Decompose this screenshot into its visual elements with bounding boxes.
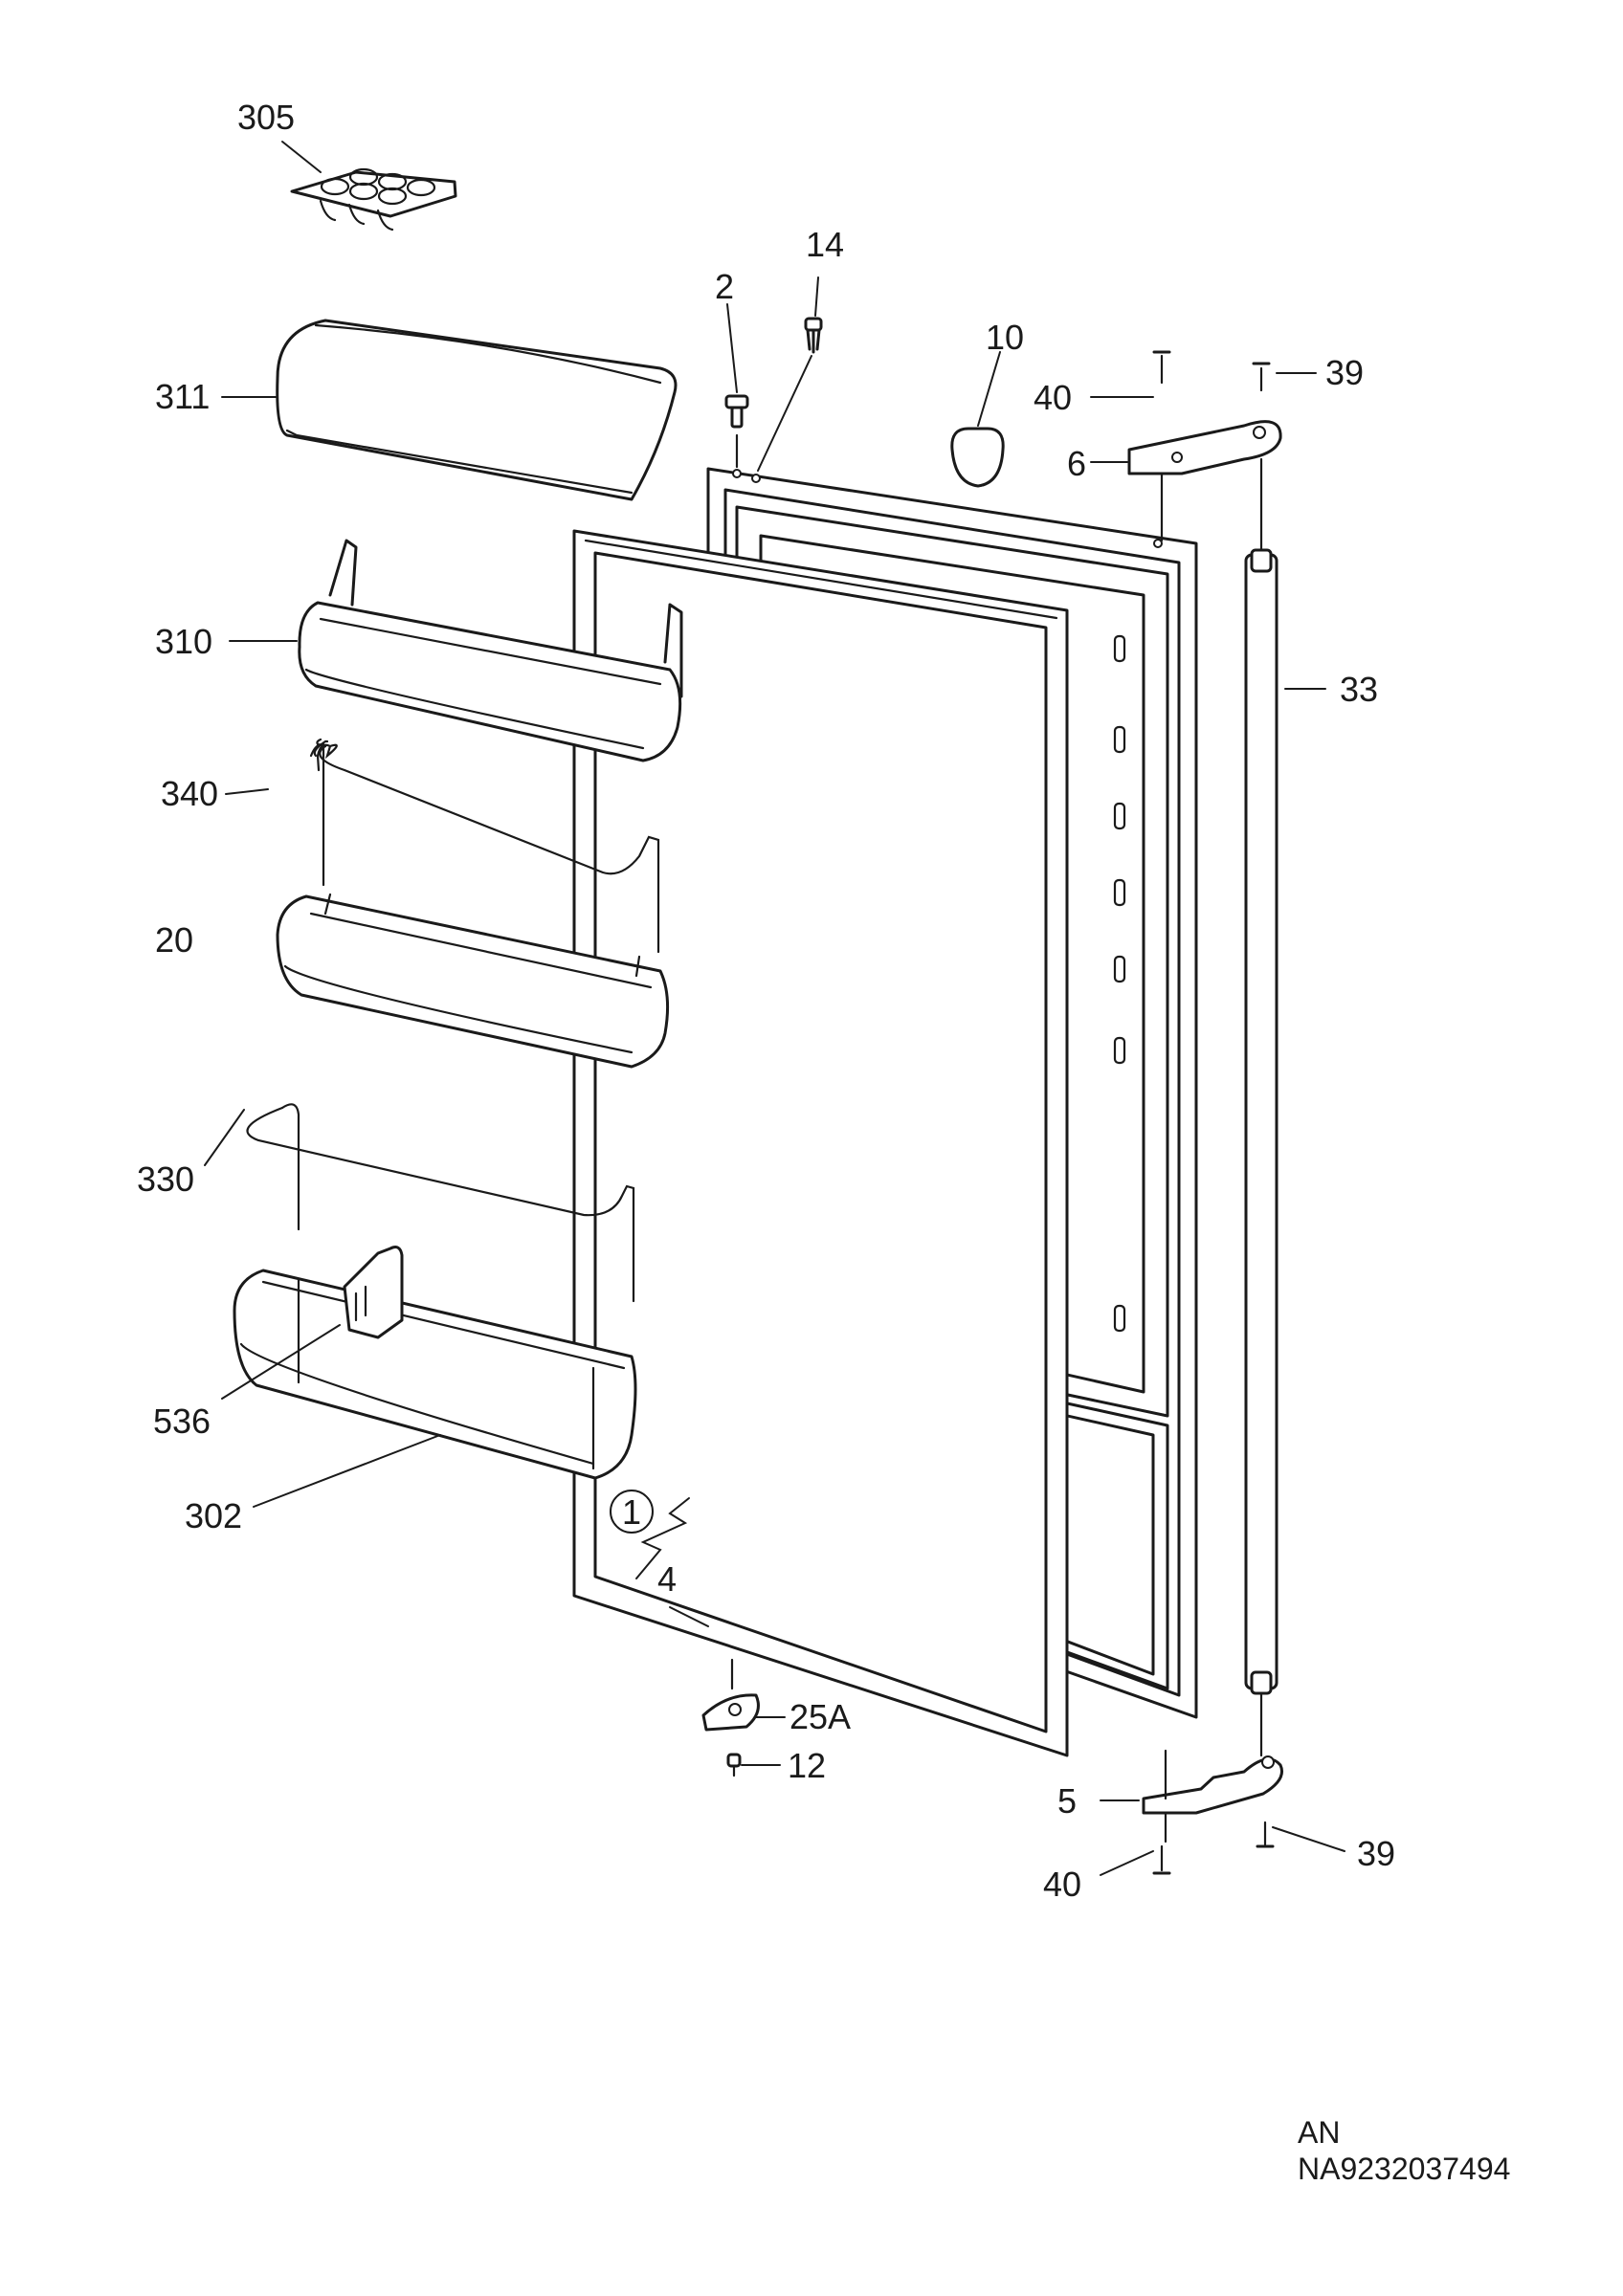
wire-retainer-upper: [309, 738, 660, 954]
label-gasket: 4: [657, 1559, 677, 1599]
label-handle-bar: 33: [1340, 670, 1378, 709]
bottle-shelf: [233, 1269, 637, 1480]
label-screw-top-39: 39: [1325, 353, 1364, 392]
gasket-cut-mark: [635, 1497, 690, 1579]
label-wire-retainer-lower: 330: [137, 1159, 194, 1199]
screw-40-top: [1152, 350, 1171, 385]
label-egg-tray: 305: [237, 98, 295, 137]
label-dairy-cover: 311: [155, 377, 210, 416]
label-stop-screw: 12: [788, 1746, 826, 1785]
label-door-stop: 25A: [789, 1697, 851, 1736]
label-bottle-shelf: 302: [185, 1496, 242, 1535]
screw-cap: [724, 394, 749, 469]
door-stop: [701, 1658, 760, 1732]
label-door-shelf: 20: [155, 920, 193, 960]
label-hinge-cover: 10: [986, 318, 1024, 357]
stop-screw: [726, 1753, 742, 1777]
label-upper-hinge: 6: [1067, 444, 1086, 483]
door-shelf: [276, 893, 670, 1069]
bottle-divider: [343, 1246, 404, 1339]
wire-retainer-lower: [246, 1103, 635, 1303]
detail-circle: [610, 1490, 654, 1534]
label-lower-hinge: 5: [1057, 1781, 1077, 1821]
part-labels: 305 311 310 340 20 330 536 302 2 14 10 4…: [137, 98, 1395, 1904]
label-screw-cap: 2: [715, 267, 734, 306]
door-gasket: [572, 529, 1069, 1757]
dairy-cover: [276, 319, 678, 501]
handle-bar: [1244, 457, 1278, 1757]
label-plug-pin: 14: [806, 225, 844, 264]
label-dairy-shelf: 310: [155, 622, 212, 661]
label-screw-bottom-39: 39: [1357, 1834, 1395, 1873]
plug-pin: [804, 317, 823, 354]
label-detail-ref: 1: [622, 1492, 641, 1532]
upper-hinge: [1127, 420, 1282, 542]
hinge-cover: [950, 427, 1005, 488]
label-screw-bottom-40: 40: [1043, 1865, 1081, 1904]
egg-tray: [290, 167, 457, 232]
label-wire-retainer-upper: 340: [161, 774, 218, 813]
screw-39-top: [1252, 362, 1271, 392]
screw-40-bottom: [1152, 1844, 1171, 1875]
screw-39-bottom: [1256, 1821, 1275, 1848]
footer-drawing-number: NA9232037494: [1298, 2152, 1510, 2186]
dairy-shelf: [298, 539, 683, 762]
label-bottle-divider: 536: [153, 1402, 211, 1441]
lower-hinge: [1142, 1749, 1283, 1843]
footer-model-code: AN: [1298, 2115, 1340, 2150]
leader-lines: [204, 141, 1345, 1876]
label-screw-top-40: 40: [1034, 378, 1072, 417]
drawing-footer: AN NA9232037494: [1298, 2115, 1510, 2186]
